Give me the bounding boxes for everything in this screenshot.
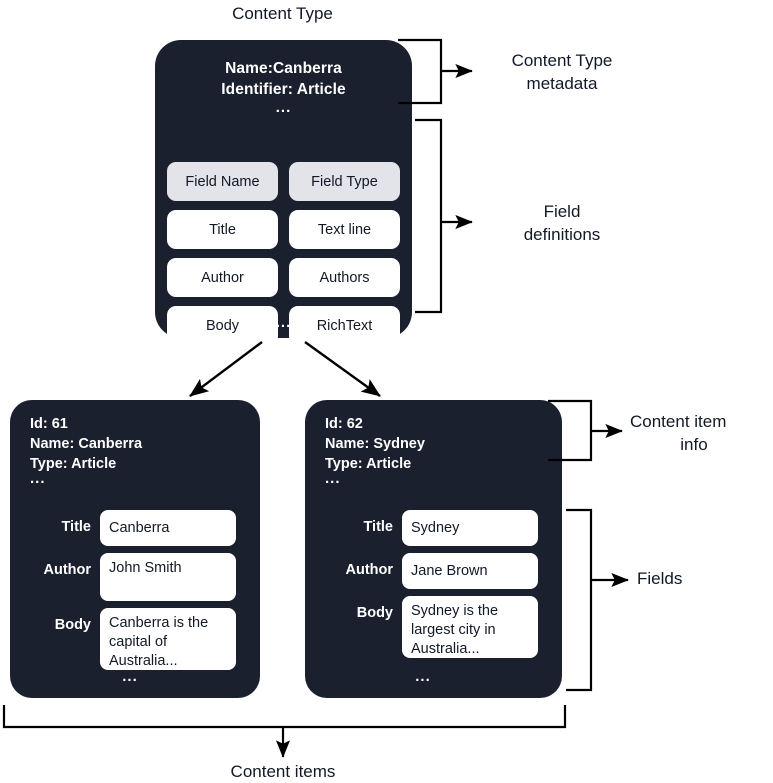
field-value: Sydney is the largest city in Australia.… — [402, 596, 538, 658]
field-label: Title — [61, 519, 91, 535]
content-type-metadata: Name:Canberra Identifier: Article — [155, 58, 412, 100]
column-header-field-name: Field Name — [167, 162, 278, 201]
field-row[interactable]: Body Canberra is the capital of Australi… — [10, 608, 260, 670]
callout-line-2: definitions — [523, 225, 601, 244]
field-definitions-table: Field Name Field Type Title Text line Au… — [167, 162, 400, 354]
content-type-name: Name:Canberra — [225, 60, 342, 77]
content-type-identifier: Identifier: Article — [221, 81, 346, 98]
content-item-fields-ellipsis: ... — [415, 668, 431, 685]
field-name-cell: Title — [167, 210, 278, 249]
content-item-name: Name: Sydney — [325, 436, 425, 452]
callout-line-1: Field — [543, 202, 581, 221]
callout-line-2: info — [680, 435, 708, 454]
content-item-card-61[interactable]: Id: 61 Name: Canberra Type: Article ... … — [10, 400, 260, 698]
field-value: Jane Brown — [402, 553, 538, 589]
content-item-fields-61: Title Canberra Author John Smith Body Ca… — [10, 510, 260, 677]
field-row[interactable]: Title Sydney — [305, 510, 562, 546]
table-row[interactable]: Body RichText — [167, 306, 400, 345]
content-item-info-61: Id: 61 Name: Canberra Type: Article — [30, 414, 142, 474]
content-item-info-ellipsis: ... — [30, 470, 46, 487]
callout-line-1: Content Type — [511, 51, 613, 70]
content-item-fields-62: Title Sydney Author Jane Brown Body Sydn… — [305, 510, 562, 665]
field-type-cell: Authors — [289, 258, 400, 297]
content-type-metadata-ellipsis: ... — [275, 99, 292, 116]
page-title: Content Type — [232, 4, 333, 23]
field-label: Body — [54, 617, 91, 633]
field-name-cell: Body — [167, 306, 278, 345]
content-item-name: Name: Canberra — [30, 436, 143, 452]
content-item-info-62: Id: 62 Name: Sydney Type: Article — [325, 414, 425, 474]
field-definitions-ellipsis: ... — [275, 314, 292, 331]
field-row[interactable]: Author Jane Brown — [305, 553, 562, 589]
field-type-cell: RichText — [289, 306, 400, 345]
field-label: Author — [345, 562, 393, 578]
content-item-card-62[interactable]: Id: 62 Name: Sydney Type: Article ... Ti… — [305, 400, 562, 698]
field-row[interactable]: Body Sydney is the largest city in Austr… — [305, 596, 562, 658]
table-header-row: Field Name Field Type — [167, 162, 400, 201]
content-item-id: Id: 61 — [30, 416, 68, 432]
field-value: John Smith — [100, 553, 236, 601]
field-label: Body — [356, 605, 393, 621]
bracket-fields — [566, 508, 593, 692]
callout-fields: Fields — [637, 569, 683, 588]
callout-content-type-metadata: Content Type metadata — [483, 49, 641, 95]
content-item-id: Id: 62 — [325, 416, 363, 432]
bracket-field-definitions — [415, 118, 443, 314]
field-name-cell: Author — [167, 258, 278, 297]
field-row[interactable]: Author John Smith — [10, 553, 260, 601]
table-row[interactable]: Title Text line — [167, 210, 400, 249]
callout-line-2: metadata — [526, 74, 598, 93]
callout-content-items: Content items — [230, 762, 336, 781]
callout-line-1: Content item — [630, 412, 727, 431]
column-header-field-type: Field Type — [289, 162, 400, 201]
field-label: Title — [363, 519, 393, 535]
field-value: Sydney — [402, 510, 538, 546]
field-value: Canberra — [100, 510, 236, 546]
bracket-content-items — [2, 705, 567, 729]
content-item-fields-ellipsis: ... — [122, 668, 138, 685]
field-label: Author — [43, 562, 91, 578]
content-item-type: Type: Article — [30, 456, 117, 472]
content-type-card[interactable]: Name:Canberra Identifier: Article ... Fi… — [155, 40, 412, 345]
field-value: Canberra is the capital of Australia... — [100, 608, 236, 670]
field-row[interactable]: Title Canberra — [10, 510, 260, 546]
content-item-type: Type: Article — [325, 456, 412, 472]
field-type-cell: Text line — [289, 210, 400, 249]
table-row[interactable]: Author Authors — [167, 258, 400, 297]
callout-content-item-info: Content item info — [630, 410, 773, 456]
callout-field-definitions: Field definitions — [483, 200, 641, 246]
content-item-info-ellipsis: ... — [325, 470, 341, 487]
